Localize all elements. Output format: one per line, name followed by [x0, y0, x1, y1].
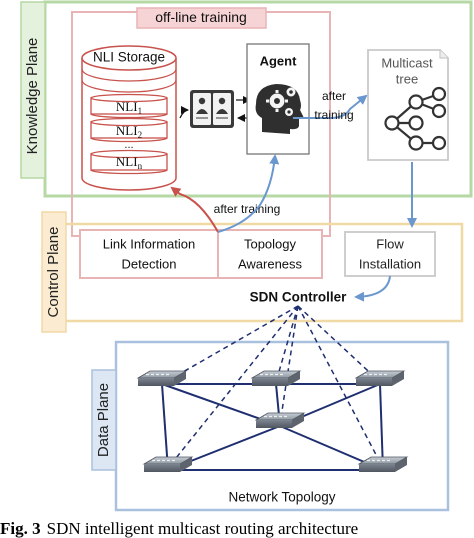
control-plane-label: Control Plane	[45, 227, 62, 318]
agent-box: Agent	[246, 43, 310, 155]
nli-item-1: NLI1	[90, 93, 168, 119]
figure-caption-text: SDN intelligent multicast routing archit…	[46, 519, 359, 538]
multicast-tree-label-line1: Multicast	[381, 55, 433, 70]
topology-awareness-box: Topology Awareness	[217, 229, 323, 279]
tree-icon	[384, 86, 447, 151]
agent-label: Agent	[260, 53, 298, 68]
switch-bottom-left	[142, 456, 194, 472]
offline-training-label: off-line training	[155, 9, 247, 25]
after-training-top-line2: training	[314, 108, 353, 122]
topology-awareness-line1: Topology	[244, 236, 297, 251]
nli-item-2-label: NLI	[116, 123, 138, 138]
nli-item-n: NLIn	[90, 149, 168, 175]
control-links	[161, 305, 384, 469]
flow-arrows	[170, 154, 417, 302]
knowledge-plane: Knowledge Plane	[20, 0, 473, 198]
flow-installation-line1: Flow	[376, 236, 404, 251]
switch-center	[254, 412, 306, 428]
after-training-top-line1: after	[322, 89, 346, 103]
switch-top-middle	[250, 370, 302, 386]
figure-number: Fig. 3	[0, 519, 41, 538]
switch-top-right	[354, 370, 406, 386]
after-training-top: after training	[293, 89, 368, 122]
nli-item-1-subscript: 1	[138, 106, 143, 116]
flow-installation-box: Flow Installation	[344, 231, 436, 277]
switch-icon	[136, 370, 409, 472]
after-training-bottom: after training	[214, 202, 281, 216]
nli-item-2-subscript: 2	[138, 130, 143, 140]
link-information-box: Link Information Detection	[79, 229, 219, 279]
nli-item-n-subscript: n	[138, 161, 143, 171]
brain-gear-icon	[255, 84, 304, 134]
nli-storage: NLI Storage NLI1 NLI2 ... NLIn	[81, 45, 177, 191]
svg-text:NLIn: NLIn	[116, 154, 143, 171]
flow-installation-line2: Installation	[359, 256, 421, 271]
svg-text:NLI2: NLI2	[116, 123, 142, 140]
link-information-line2: Detection	[122, 256, 177, 271]
sdn-controller-label: SDN Controller	[250, 290, 348, 305]
switch-top-left	[136, 370, 188, 386]
nli-item-n-label: NLI	[116, 154, 138, 169]
nli-item-2: NLI2	[90, 117, 168, 143]
after-training-bottom-label: after training	[214, 202, 281, 216]
books-icon	[190, 90, 234, 128]
network-links	[161, 383, 384, 471]
figure-caption: Fig. 3 SDN intelligent multicast routing …	[0, 519, 474, 538]
control-plane: Control Plane	[41, 211, 464, 333]
knowledge-plane-label: Knowledge Plane	[24, 38, 41, 155]
link-information-line1: Link Information	[103, 236, 196, 251]
data-plane-label: Data Plane	[95, 383, 112, 457]
switch-bottom-right	[357, 456, 409, 472]
topology-awareness-line2: Awareness	[238, 256, 303, 271]
data-plane: Data Plane	[91, 340, 450, 512]
svg-text:NLI1: NLI1	[116, 99, 142, 116]
nli-item-1-label: NLI	[116, 99, 138, 114]
multicast-tree-box: Multicast tree	[367, 49, 449, 161]
network-topology-label: Network Topology	[228, 490, 335, 505]
nli-storage-title: NLI Storage	[93, 50, 165, 65]
multicast-tree-label-line2: tree	[396, 71, 418, 86]
nli-ellipsis: ...	[124, 139, 133, 151]
